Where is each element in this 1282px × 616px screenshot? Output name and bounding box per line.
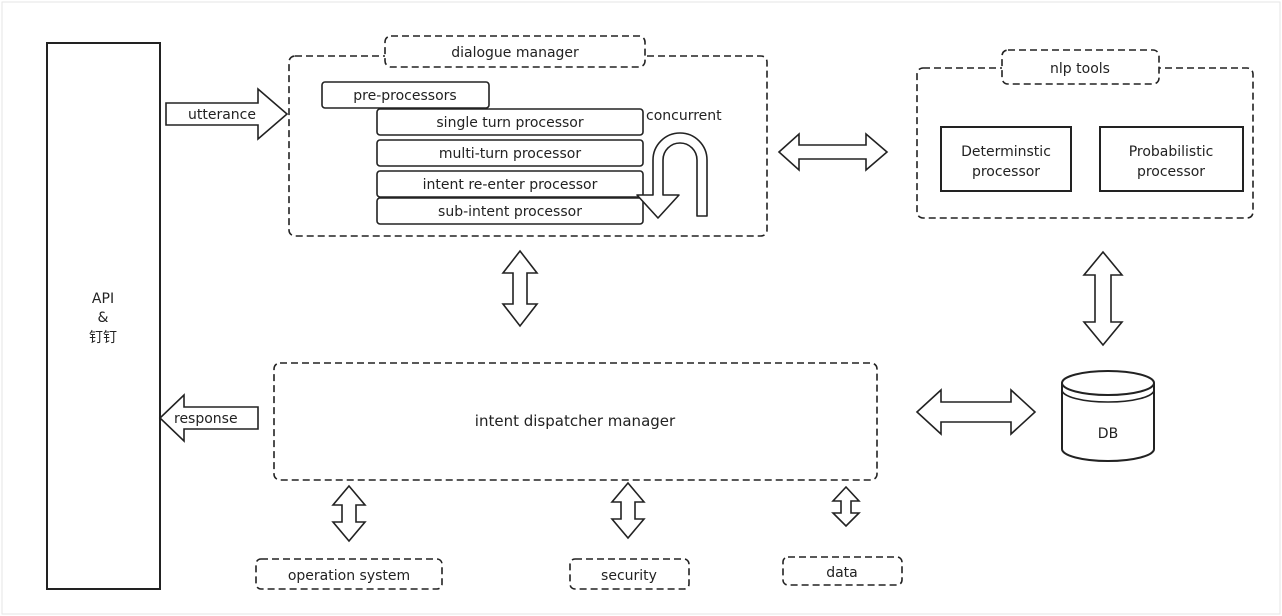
probabilistic-processor-line1: Probabilistic (1129, 144, 1214, 160)
dingtalk-label: 钉钉 (89, 330, 117, 346)
intent-dispatcher-label: intent dispatcher manager (475, 412, 676, 430)
utterance-arrow: utterance (165, 87, 289, 141)
nlp-db-double-arrow (1082, 250, 1124, 347)
intent-re-enter-processor-label: intent re-enter processor (423, 177, 598, 193)
sub-intent-processor-label: sub-intent processor (438, 204, 582, 220)
ampersand-label: & (98, 310, 109, 326)
sub-intent-processor-box (376, 197, 644, 225)
data-label: data (826, 565, 858, 581)
api-label: API (92, 291, 114, 307)
response-label: response (174, 411, 238, 427)
security-module: security (569, 558, 690, 590)
nlp-tools: nlp tools Determinstic processor Probabi… (916, 49, 1254, 219)
dialogue-manager-title-box (384, 35, 646, 68)
deterministic-processor-line2: processor (972, 164, 1040, 180)
deterministic-processor-box (940, 126, 1072, 192)
deterministic-processor-line1: Determinstic (961, 144, 1051, 160)
security-label: security (601, 568, 657, 584)
probabilistic-processor-box (1099, 126, 1244, 192)
single-turn-processor-label: single turn processor (436, 115, 583, 131)
dispatcher-security-double-arrow (610, 481, 646, 540)
single-turn-processor-box (376, 108, 644, 136)
operation-system-label: operation system (288, 568, 410, 584)
db-label: DB (1098, 426, 1118, 442)
dispatcher-data-double-arrow (831, 485, 861, 528)
pre-processors-label: pre-processors (353, 88, 456, 104)
multi-turn-processor-label: multi-turn processor (439, 146, 581, 162)
intent-dispatcher-manager: intent dispatcher manager (273, 362, 878, 481)
nlp-tools-title-box (1001, 49, 1160, 85)
response-arrow: response (158, 393, 259, 443)
dm-nlp-double-arrow (777, 132, 889, 172)
intent-re-enter-processor-box (376, 170, 644, 198)
data-module: data (782, 556, 903, 586)
pre-processors-box (321, 81, 490, 109)
operation-system-module: operation system (255, 558, 443, 590)
dm-dispatcher-double-arrow (501, 249, 539, 328)
concurrent-label: concurrent (646, 108, 722, 124)
dispatcher-db-double-arrow (915, 388, 1037, 436)
api-box: API & 钉钉 (46, 42, 161, 590)
multi-turn-processor-box (376, 139, 644, 167)
concurrent-uturn-arrow (636, 132, 708, 219)
db-cylinder: DB (1061, 370, 1155, 462)
nlp-tools-title: nlp tools (1050, 61, 1110, 77)
dialogue-manager-title: dialogue manager (451, 45, 579, 61)
probabilistic-processor-line2: processor (1137, 164, 1205, 180)
dialogue-manager: dialogue manager pre-processors single t… (288, 35, 768, 237)
dispatcher-operation-double-arrow (331, 484, 367, 543)
utterance-label: utterance (188, 107, 256, 123)
